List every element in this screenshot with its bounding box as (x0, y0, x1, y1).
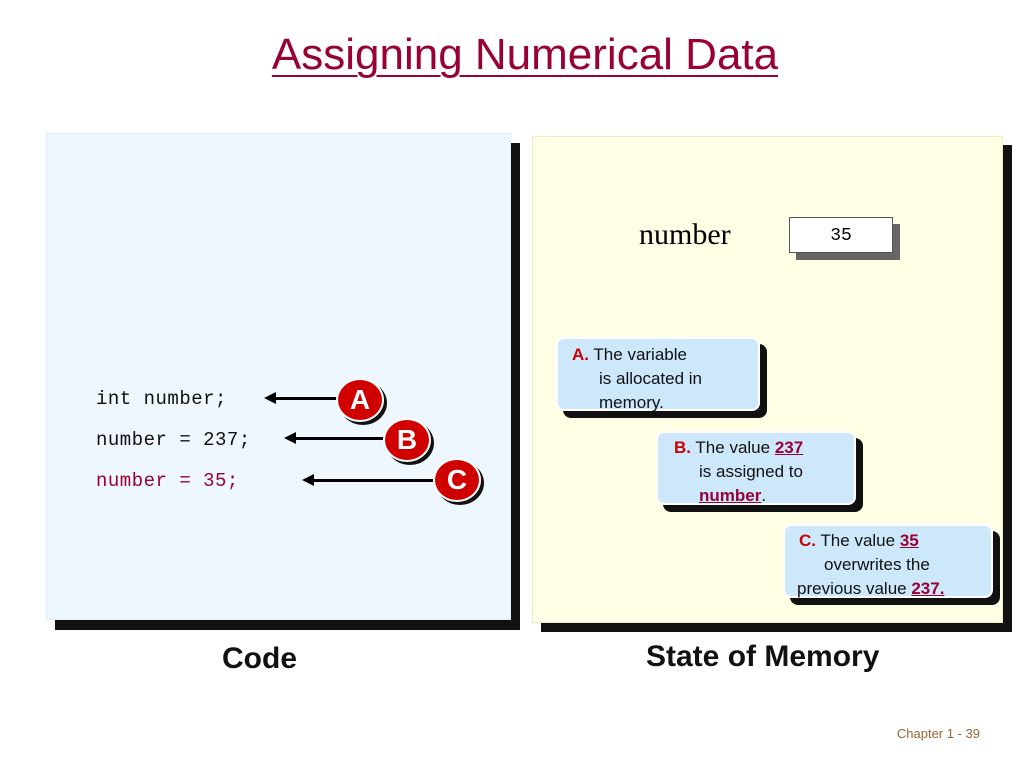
arrow-c-head (302, 474, 314, 486)
note-b: B. The value 237 is assigned to number. (656, 431, 856, 505)
note-c-line3: previous value (797, 579, 912, 598)
code-line-assign-237: number = 237; (96, 429, 251, 451)
note-b-variable: number (699, 486, 762, 505)
note-c-line2: overwrites the (824, 555, 930, 574)
note-b-line1: The value (695, 438, 775, 457)
note-b-label: B. (674, 438, 691, 457)
marker-a: A (336, 378, 384, 422)
note-a-line1: The variable (593, 345, 687, 364)
code-line-declaration: int number; (96, 388, 227, 410)
variable-name: number (639, 218, 731, 251)
arrow-a-line (274, 397, 340, 400)
note-b-value: 237 (774, 438, 804, 457)
arrow-b-head (284, 432, 296, 444)
slide-footer: Chapter 1 - 39 (896, 726, 980, 741)
arrow-c-line (312, 479, 436, 482)
code-caption: Code (222, 642, 297, 675)
memory-caption: State of Memory (646, 640, 880, 673)
marker-c: C (433, 458, 481, 502)
note-c-label: C. (799, 531, 816, 550)
note-a-line2: is allocated in (599, 369, 703, 388)
arrow-a-head (264, 392, 276, 404)
slide-title: Assigning Numerical Data (271, 30, 779, 79)
arrow-b-line (294, 437, 386, 440)
note-c-line1: The value (820, 531, 900, 550)
note-a-label: A. (572, 345, 589, 364)
note-b-line2: is assigned to (699, 462, 803, 481)
note-c-value: 35 (899, 531, 919, 550)
code-panel (46, 133, 511, 620)
note-a: A. The variable is allocated in memory. (556, 337, 760, 412)
note-c: C. The value 35 overwrites the previous … (783, 524, 993, 598)
marker-b: B (383, 418, 431, 462)
code-line-assign-35: number = 35; (96, 470, 239, 492)
note-b-period: . (761, 486, 767, 505)
note-c-value2: 237. (911, 579, 945, 598)
note-a-line3: memory. (599, 393, 664, 412)
variable-value-box: 35 (789, 217, 893, 253)
